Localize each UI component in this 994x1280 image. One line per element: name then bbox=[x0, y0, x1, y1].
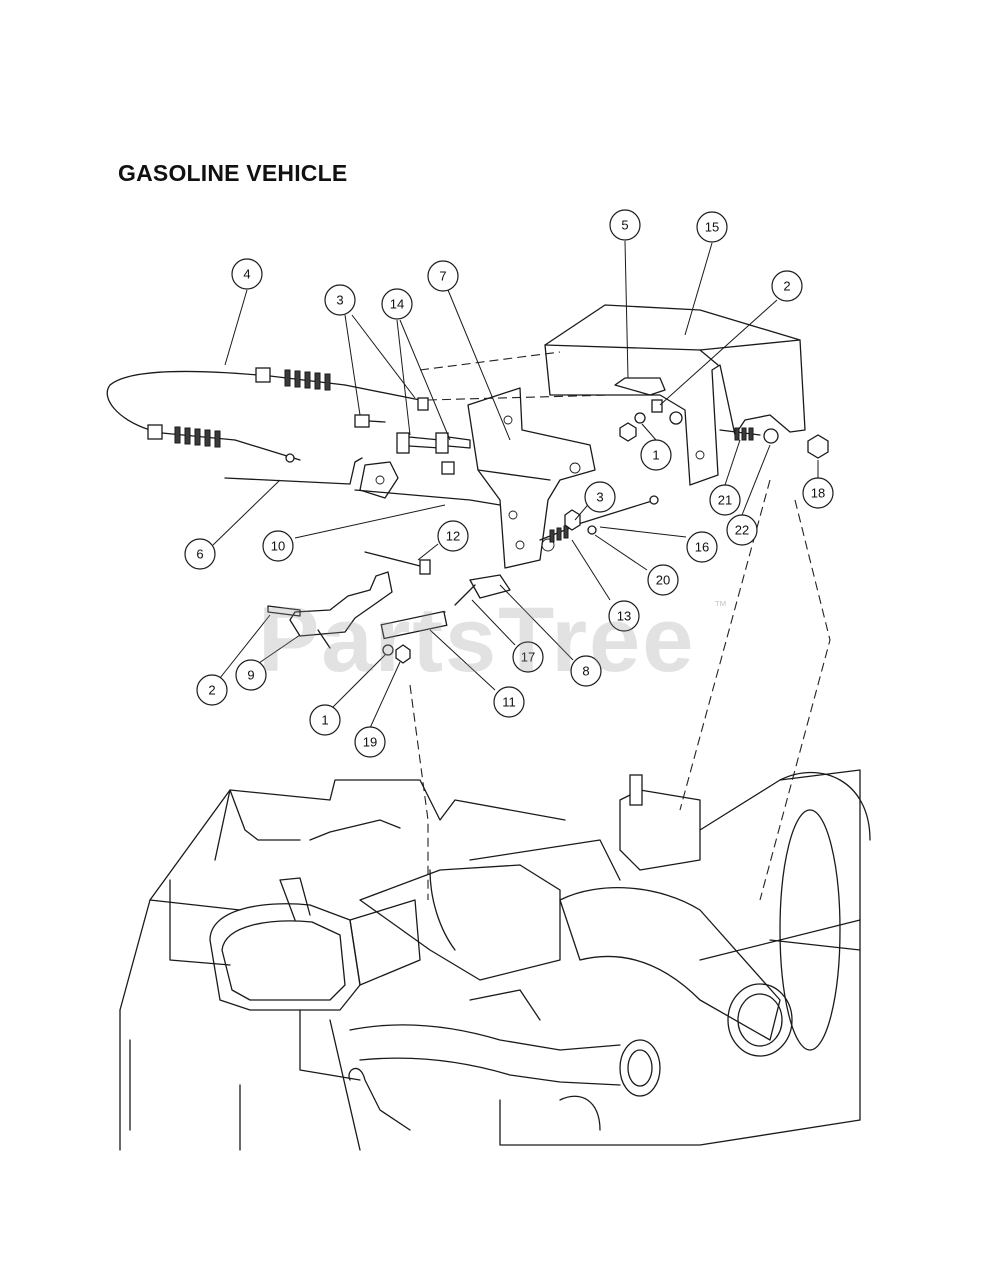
callout-6: 6 bbox=[184, 538, 216, 570]
callout-label: 16 bbox=[695, 540, 709, 555]
callout-label: 17 bbox=[521, 650, 535, 665]
callout-label: 1 bbox=[652, 448, 659, 463]
callout-label: 13 bbox=[617, 609, 631, 624]
callout-14: 14 bbox=[381, 288, 413, 320]
diagram-title: GASOLINE VEHICLE bbox=[118, 160, 348, 186]
callout-label: 14 bbox=[390, 297, 404, 312]
callout-12: 12 bbox=[437, 520, 469, 552]
callout-label: 18 bbox=[811, 486, 825, 501]
callout-label: 3 bbox=[336, 293, 343, 308]
callout-label: 7 bbox=[439, 269, 446, 284]
watermark-trademark: ™ bbox=[714, 598, 727, 613]
callout-11: 11 bbox=[493, 686, 525, 718]
callout-9: 9 bbox=[235, 659, 267, 691]
callout-2: 2 bbox=[771, 270, 803, 302]
callout-17: 17 bbox=[512, 641, 544, 673]
callout-21: 21 bbox=[709, 484, 741, 516]
callout-label: 1 bbox=[321, 713, 328, 728]
bracket-7 bbox=[467, 387, 596, 569]
callout-label: 9 bbox=[247, 668, 254, 683]
engine-assembly bbox=[119, 769, 871, 1151]
callout-label: 20 bbox=[656, 573, 670, 588]
callout-label: 2 bbox=[783, 279, 790, 294]
callout-label: 12 bbox=[446, 529, 460, 544]
callout-16: 16 bbox=[686, 531, 718, 563]
callout-label: 4 bbox=[243, 267, 250, 282]
throttle-cable-4 bbox=[106, 367, 421, 463]
callout-label: 15 bbox=[705, 220, 719, 235]
rod-6-arm-10 bbox=[224, 457, 501, 506]
callout-5: 5 bbox=[609, 209, 641, 241]
callout-label: 19 bbox=[363, 735, 377, 750]
callout-label: 6 bbox=[196, 547, 203, 562]
callout-3: 3 bbox=[584, 481, 616, 513]
callout-8: 8 bbox=[570, 655, 602, 687]
callout-label: 22 bbox=[735, 523, 749, 538]
callout-1: 1 bbox=[640, 439, 672, 471]
callout-13: 13 bbox=[608, 600, 640, 632]
callout-label: 21 bbox=[718, 493, 732, 508]
callout-20: 20 bbox=[647, 564, 679, 596]
callout-3: 3 bbox=[324, 284, 356, 316]
leader-lines bbox=[212, 240, 819, 729]
bolts-3-14 bbox=[354, 397, 471, 454]
callout-label: 2 bbox=[208, 683, 215, 698]
callout-7: 7 bbox=[427, 260, 459, 292]
callout-label: 11 bbox=[502, 695, 516, 710]
callout-22: 22 bbox=[726, 514, 758, 546]
lower-parts bbox=[267, 495, 659, 664]
callout-label: 10 bbox=[271, 539, 285, 554]
callout-10: 10 bbox=[262, 530, 294, 562]
callout-label: 3 bbox=[596, 490, 603, 505]
callout-1: 1 bbox=[309, 704, 341, 736]
callout-4: 4 bbox=[231, 258, 263, 290]
callout-15: 15 bbox=[696, 211, 728, 243]
callout-label: 5 bbox=[621, 218, 628, 233]
callout-19: 19 bbox=[354, 726, 386, 758]
callout-label: 8 bbox=[582, 664, 589, 679]
cover-15 bbox=[544, 304, 829, 486]
callout-18: 18 bbox=[802, 477, 834, 509]
callout-2: 2 bbox=[196, 674, 228, 706]
